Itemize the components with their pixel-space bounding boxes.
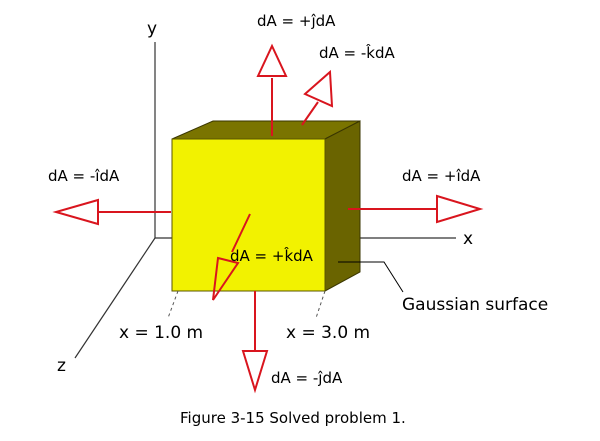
x1-dashed-line bbox=[167, 290, 179, 319]
arrow-minus-k-head bbox=[303, 69, 334, 108]
arrow-plus-k-head bbox=[212, 256, 240, 301]
arrow-plus-j-head bbox=[256, 43, 288, 77]
label-minus-j: dA = -ĵdA bbox=[271, 369, 343, 387]
position-x1-label: x = 1.0 m bbox=[119, 323, 204, 343]
gaussian-surface-leader bbox=[338, 261, 404, 293]
position-x2-label: x = 3.0 m bbox=[286, 323, 371, 343]
z-axis bbox=[74, 237, 156, 359]
figure-caption: Figure 3-15 Solved problem 1. bbox=[180, 409, 406, 427]
area-vector-arrows bbox=[52, 43, 484, 394]
cube-right-face bbox=[324, 120, 361, 292]
arrow-minus-i-head bbox=[52, 198, 99, 226]
z-axis-label: z bbox=[57, 356, 66, 376]
gaussian-cube bbox=[171, 120, 361, 292]
label-minus-k: dA = -k̂dA bbox=[319, 44, 395, 62]
label-plus-i: dA = +îdA bbox=[402, 167, 481, 185]
label-plus-j: dA = +ĵdA bbox=[257, 12, 336, 30]
label-plus-k: dA = +k̂dA bbox=[230, 247, 313, 265]
x2-dashed-line bbox=[315, 290, 326, 319]
arrow-minus-k-shaft bbox=[301, 101, 319, 126]
y-axis-label: y bbox=[147, 19, 158, 39]
label-minus-i: dA = -îdA bbox=[48, 167, 120, 185]
arrow-minus-j-head bbox=[241, 350, 269, 394]
arrow-plus-i-head bbox=[436, 194, 484, 224]
arrow-plus-k-shaft bbox=[231, 213, 251, 253]
gaussian-surface-label: Gaussian surface bbox=[402, 295, 549, 315]
x-axis-label: x bbox=[463, 229, 474, 249]
